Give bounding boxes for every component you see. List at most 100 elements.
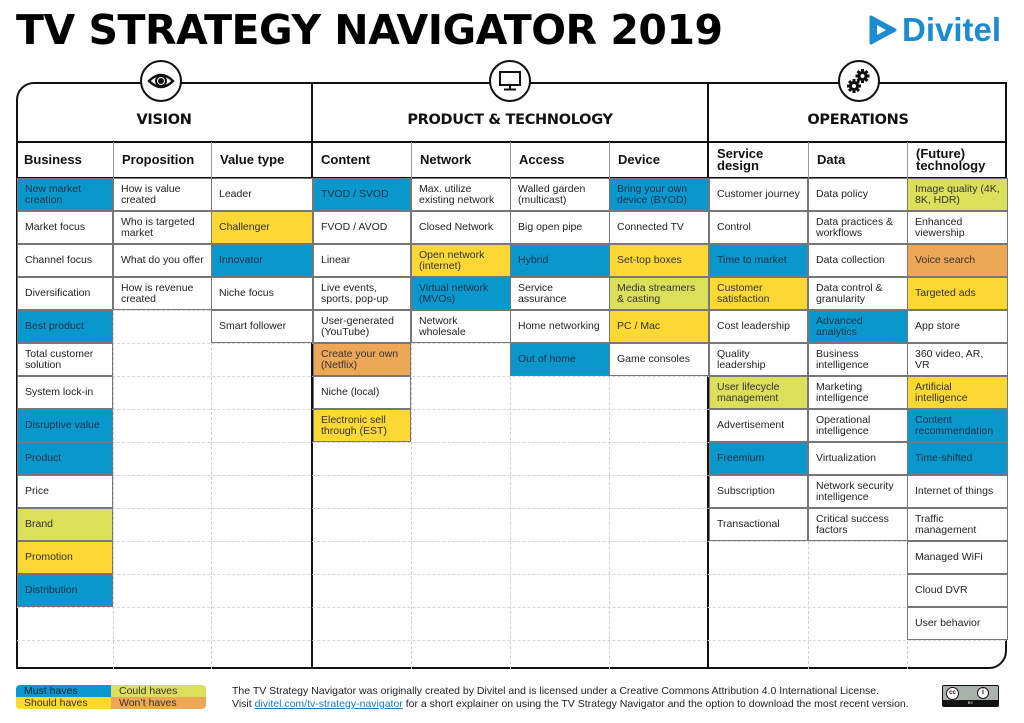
- grid-cell: Connected TV: [609, 211, 709, 244]
- column-header-value-type: Value type: [211, 142, 312, 178]
- grid-cell: Data collection: [808, 244, 908, 277]
- grid-cell: Innovator: [211, 244, 313, 277]
- grid-cell: Service assurance: [510, 277, 610, 310]
- grid-cell: Targeted ads: [907, 277, 1008, 310]
- grid-cell: Set-top boxes: [609, 244, 709, 277]
- grid-guide-vertical: [211, 178, 212, 669]
- grid-cell: Market focus: [17, 211, 113, 244]
- legend-could-haves: Could haves: [111, 685, 206, 697]
- grid-cell: Advertisement: [709, 409, 808, 442]
- grid-cell: Control: [709, 211, 808, 244]
- grid-cell: Time-shifted: [907, 442, 1008, 475]
- grid-cell: Data practices & workflows: [808, 211, 908, 244]
- grid-cell: Live events, sports, pop-up: [313, 277, 411, 310]
- priority-legend: Must haves Could haves Should haves Won’…: [16, 685, 206, 709]
- grid-cell: Internet of things: [907, 475, 1008, 508]
- divitel-logo: Divitel: [868, 12, 1001, 48]
- grid-cell: Traffic management: [907, 508, 1008, 541]
- grid-cell: Virtualization: [808, 442, 908, 475]
- grid-cell: Transactional: [709, 508, 808, 541]
- grid-cell: Linear: [313, 244, 411, 277]
- section-title-vision: VISION: [136, 112, 192, 128]
- grid-cell: Enhanced viewership: [907, 211, 1008, 244]
- column-header-network: Network: [411, 142, 510, 178]
- by-label: BY: [943, 700, 998, 706]
- tv-monitor-icon: [489, 60, 531, 102]
- logo-text: Divitel: [902, 11, 1002, 48]
- grid-cell: Leader: [211, 178, 313, 211]
- grid-cell: PC / Mac: [609, 310, 709, 343]
- grid-guide-horizontal: [17, 442, 1006, 443]
- grid-cell: 360 video, AR, VR: [907, 343, 1008, 376]
- grid-cell: Advanced analytics: [808, 310, 908, 343]
- grid-cell: Niche (local): [313, 376, 411, 409]
- grid-cell: Customer satisfaction: [709, 277, 808, 310]
- grid-cell: Voice search: [907, 244, 1008, 277]
- column-header-data: Data: [808, 142, 907, 178]
- grid-cell: Max. utilize existing network: [411, 178, 511, 211]
- grid-cell: Cost leadership: [709, 310, 808, 343]
- eye-icon: [140, 60, 182, 102]
- grid-cell: How is revenue created: [113, 277, 212, 310]
- legend-should-haves: Should haves: [16, 697, 111, 709]
- grid-cell: Game consoles: [609, 343, 709, 376]
- section-header-line: [16, 141, 1007, 143]
- grid-cell: Hybrid: [510, 244, 610, 277]
- section-title-operations: OPERATIONS: [807, 112, 909, 128]
- grid-guide-vertical: [113, 178, 114, 669]
- grid-cell: Quality leadership: [709, 343, 808, 376]
- grid-cell: User behavior: [907, 607, 1008, 640]
- grid-cell: Critical success factors: [808, 508, 908, 541]
- grid-cell: Time to market: [709, 244, 808, 277]
- grid-cell: TVOD / SVOD: [313, 178, 411, 211]
- navigator-link[interactable]: divitel.com/tv-strategy-navigator: [254, 698, 403, 710]
- column-header-future-technology: (Future) technology: [907, 142, 1006, 178]
- grid-cell: Best product: [17, 310, 113, 343]
- grid-cell: Freemium: [709, 442, 808, 475]
- grid-cell: Content recommendation: [907, 409, 1008, 442]
- legend-wont-haves: Won’t haves: [111, 697, 206, 709]
- grid-cell: Data control & granularity: [808, 277, 908, 310]
- grid-cell: Operational intelligence: [808, 409, 908, 442]
- license-footer: The TV Strategy Navigator was originally…: [232, 685, 909, 711]
- grid-cell: Network security intelligence: [808, 475, 908, 508]
- grid-cell: Price: [17, 475, 113, 508]
- grid-cell: System lock-in: [17, 376, 113, 409]
- grid-cell: Media streamers & casting: [609, 277, 709, 310]
- grid-cell: Open network (internet): [411, 244, 511, 277]
- grid-guide-horizontal: [17, 376, 1006, 377]
- grid-cell: Niche focus: [211, 277, 313, 310]
- grid-guide-vertical: [510, 178, 511, 669]
- grid-cell: Walled garden (multicast): [510, 178, 610, 211]
- grid-cell: Closed Network: [411, 211, 511, 244]
- grid-cell: Business intelligence: [808, 343, 908, 376]
- column-header-content: Content: [321, 152, 371, 167]
- legend-must-haves: Must haves: [16, 685, 111, 697]
- grid-cell: Big open pipe: [510, 211, 610, 244]
- visit-text: Visit divitel.com/tv-strategy-navigator …: [232, 698, 909, 710]
- grid-guide-horizontal: [17, 574, 1006, 575]
- page-title: TV STRATEGY NAVIGATOR 2019: [16, 6, 723, 54]
- column-header-business: Business: [24, 152, 82, 167]
- grid-cell: User-generated (YouTube): [313, 310, 411, 343]
- grid-guide-horizontal: [17, 508, 1006, 509]
- column-header-access: Access: [510, 142, 609, 178]
- grid-cell: Cloud DVR: [907, 574, 1008, 607]
- grid-cell: Out of home: [510, 343, 610, 376]
- grid-cell: Create your own (Netflix): [313, 343, 411, 376]
- grid-cell: Promotion: [17, 541, 113, 574]
- grid-cell: Diversification: [17, 277, 113, 310]
- grid-guide-horizontal: [17, 607, 1006, 608]
- grid-cell: Marketing intelligence: [808, 376, 908, 409]
- section-divider: [311, 82, 313, 669]
- grid-cell: Distribution: [17, 574, 113, 607]
- grid-guide-horizontal: [17, 475, 1006, 476]
- grid-cell: Channel focus: [17, 244, 113, 277]
- grid-cell: New market creation: [17, 178, 113, 211]
- grid-cell: Data policy: [808, 178, 908, 211]
- grid-cell: Disruptive value: [17, 409, 113, 442]
- grid-cell: How is value created: [113, 178, 212, 211]
- grid-cell: Subscription: [709, 475, 808, 508]
- cc-by-license-badge[interactable]: cc i BY: [942, 685, 999, 707]
- section-title-product-technology: PRODUCT & TECHNOLOGY: [407, 112, 613, 128]
